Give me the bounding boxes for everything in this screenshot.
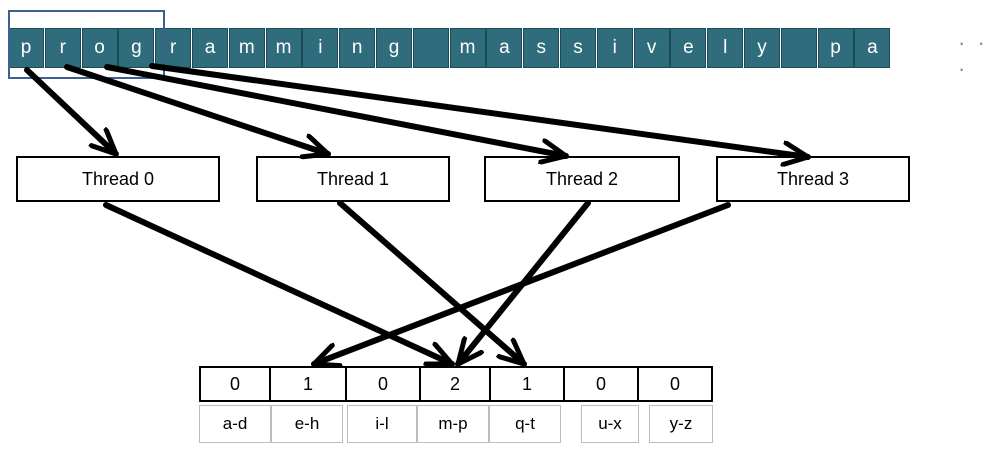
continuation-ellipsis: · · ·: [958, 30, 988, 81]
input-char-cell: m: [449, 28, 486, 68]
bin-count-y-z: 0: [637, 366, 713, 402]
thread-section-highlight: [8, 10, 165, 79]
bin-range-u-x: u-x: [581, 405, 639, 443]
arrow-thread-1-to-q-t: [337, 200, 527, 367]
bin-count-a-d: 0: [199, 366, 271, 402]
input-char-cell: p: [817, 28, 854, 68]
input-char-cell: m: [265, 28, 302, 68]
input-char-cell: v: [633, 28, 670, 68]
bin-range-m-p: m-p: [417, 405, 489, 443]
thread-1-box: Thread 1: [256, 156, 450, 202]
input-char-cell: a: [854, 28, 891, 68]
arrow-thread-0-to-m-p: [103, 202, 455, 367]
thread-3-box: Thread 3: [716, 156, 910, 202]
input-char-cell: p: [8, 28, 44, 68]
bin-range-i-l: i-l: [347, 405, 417, 443]
arrow-p-to-thread-0: [24, 67, 119, 157]
input-char-cell: l: [707, 28, 744, 68]
bin-count-e-h: 1: [269, 366, 347, 402]
input-char-cell: [412, 28, 449, 68]
input-char-cell: y: [744, 28, 780, 68]
input-char-cell: [780, 28, 817, 68]
thread-0-box: Thread 0: [16, 156, 220, 202]
input-char-cell: e: [670, 28, 707, 68]
input-char-cell: s: [560, 28, 596, 68]
input-char-cell: a: [192, 28, 228, 68]
bin-range-y-z: y-z: [649, 405, 713, 443]
input-char-cell: m: [228, 28, 265, 68]
input-char-cell: o: [81, 28, 118, 68]
input-char-cell: g: [376, 28, 412, 68]
arrow-r-to-thread-1: [64, 64, 331, 154]
bin-count-i-l: 0: [345, 366, 421, 402]
input-char-cell: i: [302, 28, 339, 68]
bin-count-u-x: 0: [563, 366, 639, 402]
arrow-o-to-thread-2: [104, 64, 569, 156]
input-char-cell: a: [486, 28, 523, 68]
bin-count-q-t: 1: [489, 366, 565, 402]
arrow-g-to-thread-3: [149, 63, 811, 157]
input-char-cell: s: [523, 28, 560, 68]
bin-range-q-t: q-t: [489, 405, 561, 443]
bin-range-e-h: e-h: [271, 405, 343, 443]
arrow-thread-3-to-e-h: [311, 202, 731, 364]
input-char-cell: r: [155, 28, 192, 68]
bin-range-a-d: a-d: [199, 405, 271, 443]
input-char-cell: g: [118, 28, 155, 68]
arrow-thread-2-to-m-p: [455, 200, 591, 367]
bin-count-m-p: 2: [419, 366, 491, 402]
input-char-cell: n: [339, 28, 376, 68]
input-char-cell: i: [596, 28, 633, 68]
thread-2-box: Thread 2: [484, 156, 680, 202]
